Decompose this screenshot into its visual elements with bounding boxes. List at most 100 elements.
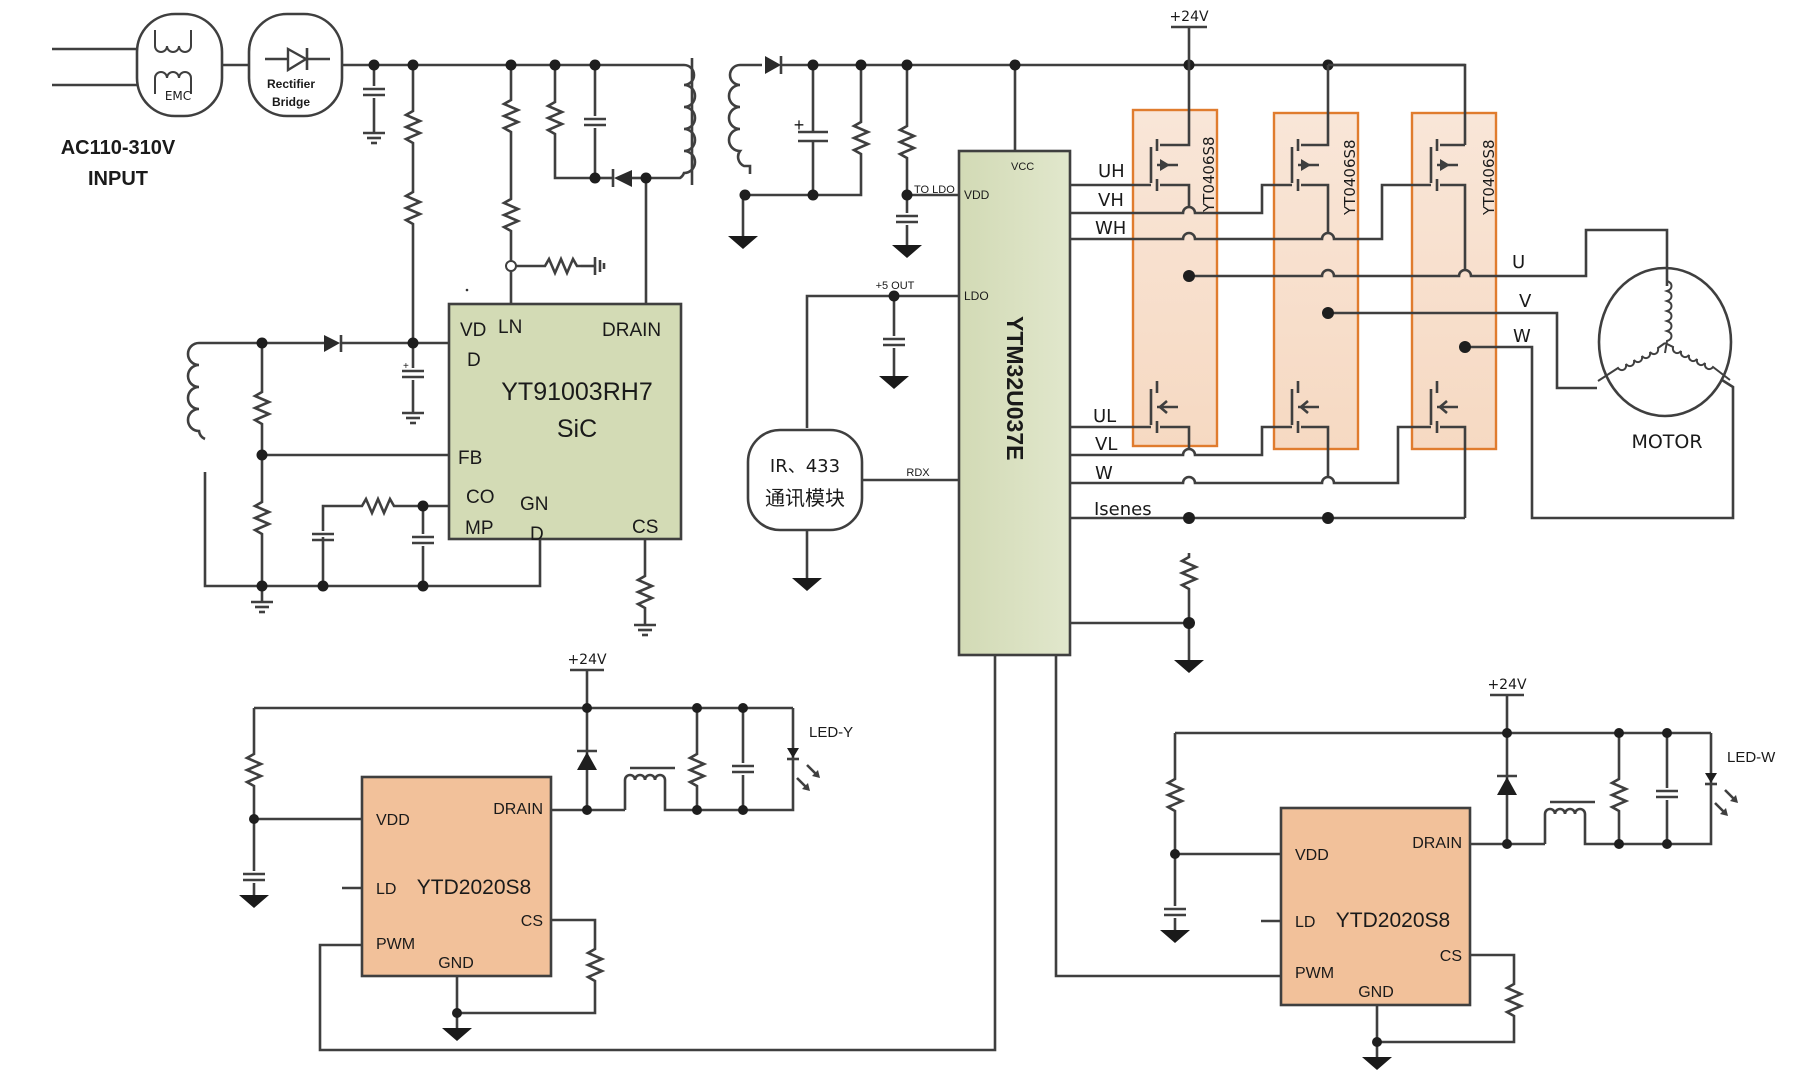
- pin-comp-b: MP: [465, 518, 494, 539]
- pin-drain: DRAIN: [493, 801, 543, 818]
- primary-side: [342, 58, 697, 344]
- pin-ld: LD: [1295, 914, 1315, 931]
- led-icon: [1705, 773, 1717, 783]
- rectifier-label-1: Rectifier: [267, 77, 315, 91]
- aux-diode-icon: [324, 335, 343, 352]
- inductor-icon: [1543, 733, 1713, 846]
- aux-winding-icon: [186, 341, 206, 441]
- aux-section: +: [186, 288, 658, 637]
- pin-vdd-a: VD: [460, 320, 486, 341]
- phase-w-wire: [1465, 345, 1735, 520]
- transformer-primary-icon: [646, 63, 697, 180]
- mosfet-hi-u-icon: [1149, 139, 1178, 191]
- ac-input-label-2: INPUT: [88, 168, 148, 190]
- inductor-icon: [623, 708, 795, 812]
- led-driver-name: YTD2020S8: [1336, 909, 1450, 932]
- motor-housing: [1597, 266, 1733, 418]
- pin-comp-a: CO: [466, 487, 495, 508]
- led-label: LED-W: [1727, 749, 1776, 766]
- phase-u-wire: [1189, 228, 1669, 286]
- pin-ln: LN: [498, 317, 522, 338]
- pin-ld: LD: [376, 881, 396, 898]
- flyback-ic-subname: SiC: [557, 415, 597, 443]
- signal-wl: W: [1095, 463, 1113, 484]
- led-driver-name: YTD2020S8: [417, 876, 531, 899]
- motor-label: MOTOR: [1631, 431, 1702, 453]
- pin-cs: CS: [1440, 948, 1462, 965]
- emc-label: EMC: [165, 89, 191, 103]
- phase-w-label: W: [1513, 326, 1531, 347]
- mcu-chip: [957, 149, 1072, 657]
- phase-v-wire: [1328, 311, 1597, 390]
- pin-fb: FB: [458, 448, 482, 469]
- mosfet-pair-w: [1410, 111, 1498, 451]
- pin-drain: DRAIN: [602, 320, 661, 341]
- pin-cs: CS: [521, 913, 543, 930]
- input-section: EMC Rectifier Bridge AC110-310V INPUT: [52, 12, 344, 190]
- signal-isense: Isenes: [1094, 499, 1152, 520]
- signal-vh: VH: [1098, 190, 1124, 211]
- rectifier-diode-icon: [265, 46, 330, 73]
- motor-winding-u-icon: [1663, 280, 1673, 354]
- flyback-ic-name: YT91003RH7: [501, 378, 652, 406]
- led-supply-label: +24V: [567, 652, 607, 668]
- mosfet-hi-w-icon: [1429, 139, 1458, 191]
- mcu-section: +5 OUT IR、433 通讯模块 RDX VCC VDD LDO YTM32…: [746, 149, 1152, 657]
- secondary-side: + TO LDO: [727, 56, 1465, 258]
- comm-module-label-1: IR、433: [770, 456, 840, 477]
- led-driver-chip: [360, 775, 553, 978]
- mosfet-lo-u-icon: [1149, 381, 1178, 433]
- pin-drain: DRAIN: [1412, 835, 1462, 852]
- pin-pwm: PWM: [1295, 965, 1334, 982]
- signal-vl: VL: [1095, 434, 1117, 455]
- mosfet-pair-v: [1272, 111, 1360, 451]
- three-phase-bridge: YT0406S8 YT0406S8 YT0406S8 +24V: [1070, 9, 1735, 673]
- motor-winding-w-icon: [1664, 342, 1731, 381]
- signal-wh: WH: [1095, 218, 1126, 239]
- mosfet-label-v: YT0406S8: [1341, 139, 1359, 216]
- signal-ul: UL: [1093, 406, 1116, 427]
- motor-winding-v-icon: [1597, 342, 1666, 382]
- pwm-wire-led-y: [318, 655, 997, 1052]
- flyback-controller-ic: VD D LN DRAIN YT91003RH7 SiC FB CO MP GN…: [447, 302, 683, 545]
- pwm-wire-led-w: [1054, 655, 1281, 978]
- mosfet-hi-v-icon: [1290, 139, 1319, 191]
- pin-ldo: LDO: [964, 289, 989, 303]
- emc-coil-top-icon: [154, 30, 192, 53]
- output-diode-icon: [765, 56, 783, 74]
- transformer-secondary-icon: [727, 63, 752, 174]
- comm-module: [746, 428, 864, 532]
- emc-coil-bottom-icon: [154, 71, 192, 94]
- led-driver-chip: [1279, 806, 1472, 1007]
- pin-gnd-a: GN: [520, 494, 549, 515]
- mosfet-label-w: YT0406S8: [1480, 139, 1498, 216]
- motor: MOTOR: [1597, 266, 1733, 453]
- pin-gnd: GND: [1358, 984, 1394, 1001]
- signal-uh: UH: [1098, 161, 1125, 182]
- rdx-label: RDX: [906, 467, 930, 479]
- led-icon: [787, 748, 799, 758]
- pin-vcc: VCC: [1011, 161, 1034, 173]
- mosfet-lo-w-icon: [1429, 381, 1458, 433]
- pin-gnd-b: D: [530, 524, 544, 545]
- pin-pwm: PWM: [376, 936, 415, 953]
- led-supply-label: +24V: [1487, 677, 1527, 693]
- pin-vdd: VDD: [376, 812, 410, 829]
- snubber-diode-icon: [611, 169, 632, 187]
- freewheel-diode-icon: [577, 752, 597, 770]
- mosfet-lo-v-icon: [1290, 381, 1319, 433]
- phase-u-label: U: [1512, 252, 1525, 273]
- ac-input-label-1: AC110-310V: [61, 137, 176, 159]
- mosfet-label-u: YT0406S8: [1200, 136, 1218, 213]
- pin-vdd: VDD: [964, 188, 990, 202]
- pin-vdd-b: D: [467, 350, 481, 371]
- led-label: LED-Y: [809, 724, 853, 741]
- polarity-plus: +: [403, 361, 409, 372]
- bridge-supply-label: +24V: [1169, 9, 1209, 25]
- pin-cs: CS: [632, 517, 658, 538]
- to-ldo-label: TO LDO: [914, 184, 955, 196]
- comm-module-label-2: 通讯模块: [765, 486, 845, 510]
